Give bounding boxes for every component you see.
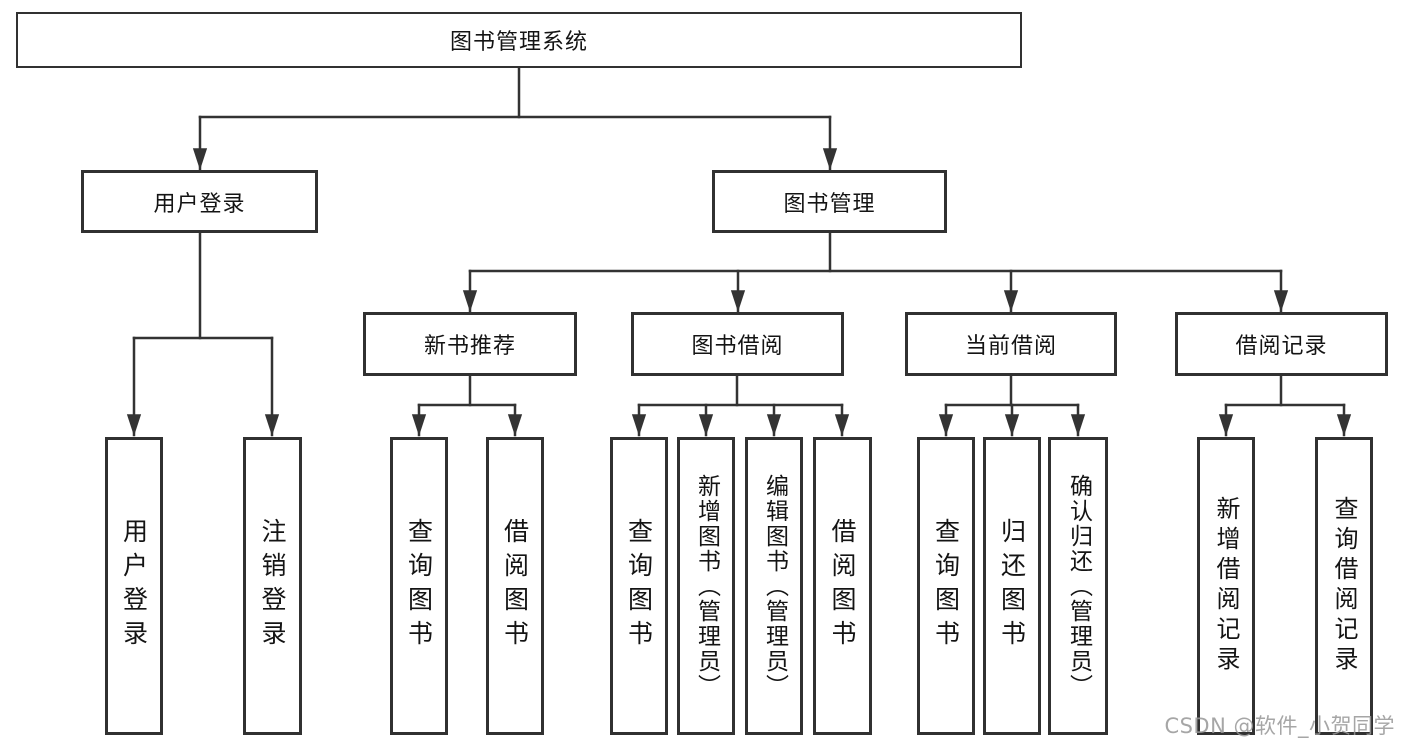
- leaf-add-books-admin: 新增图书（管理员）: [677, 437, 735, 735]
- node-label: 确认归还（管理员）: [1065, 473, 1092, 699]
- node-book-management: 图书管理: [712, 170, 947, 233]
- leaf-edit-books-admin: 编辑图书（管理员）: [745, 437, 803, 735]
- node-label: 图书借阅: [691, 334, 784, 359]
- node-label: 用户登录: [153, 191, 246, 217]
- node-label: 当前借阅: [964, 334, 1057, 359]
- node-label: 归还图书: [997, 518, 1027, 654]
- leaf-query-borrow-record: 查询借阅记录: [1315, 437, 1373, 735]
- leaf-add-borrow-record: 新增借阅记录: [1197, 437, 1255, 735]
- node-book-borrow: 图书借阅: [631, 312, 844, 376]
- node-current-borrow: 当前借阅: [905, 312, 1117, 376]
- node-label: 新书推荐: [423, 334, 516, 359]
- node-label: 图书管理系统: [449, 30, 588, 55]
- leaf-user-login: 用户登录: [105, 437, 163, 735]
- node-label: 注销登录: [258, 518, 287, 654]
- leaf-return-books: 归还图书: [983, 437, 1041, 735]
- leaf-query-books-current: 查询图书: [917, 437, 975, 735]
- node-library-management-system: 图书管理系统: [16, 12, 1022, 68]
- node-label: 查询图书: [404, 518, 434, 654]
- watermark: CSDN @软件_小贺同学: [1164, 714, 1395, 738]
- node-label: 编辑图书（管理员）: [761, 473, 788, 699]
- leaf-borrow-books: 借阅图书: [813, 437, 872, 735]
- leaf-logout: 注销登录: [243, 437, 302, 735]
- node-user-login: 用户登录: [81, 170, 318, 233]
- node-label: 查询借阅记录: [1330, 496, 1358, 676]
- node-label: 查询图书: [624, 518, 654, 654]
- node-label: 借阅图书: [828, 518, 857, 654]
- leaf-confirm-return-admin: 确认归还（管理员）: [1048, 437, 1108, 735]
- node-label: 图书管理: [783, 191, 876, 217]
- node-label: 查询图书: [931, 518, 961, 654]
- node-label: 借阅图书: [500, 518, 530, 654]
- leaf-borrow-books-recommend: 借阅图书: [486, 437, 544, 735]
- leaf-query-books-recommend: 查询图书: [390, 437, 448, 735]
- node-borrow-record: 借阅记录: [1175, 312, 1388, 376]
- node-new-book-recommend: 新书推荐: [363, 312, 577, 376]
- node-label: 借阅记录: [1235, 334, 1328, 359]
- node-label: 用户登录: [119, 518, 149, 654]
- leaf-query-books-borrow: 查询图书: [610, 437, 668, 735]
- node-label: 新增图书（管理员）: [693, 473, 720, 699]
- node-label: 新增借阅记录: [1212, 496, 1240, 676]
- connector-segments: [126, 66, 1352, 437]
